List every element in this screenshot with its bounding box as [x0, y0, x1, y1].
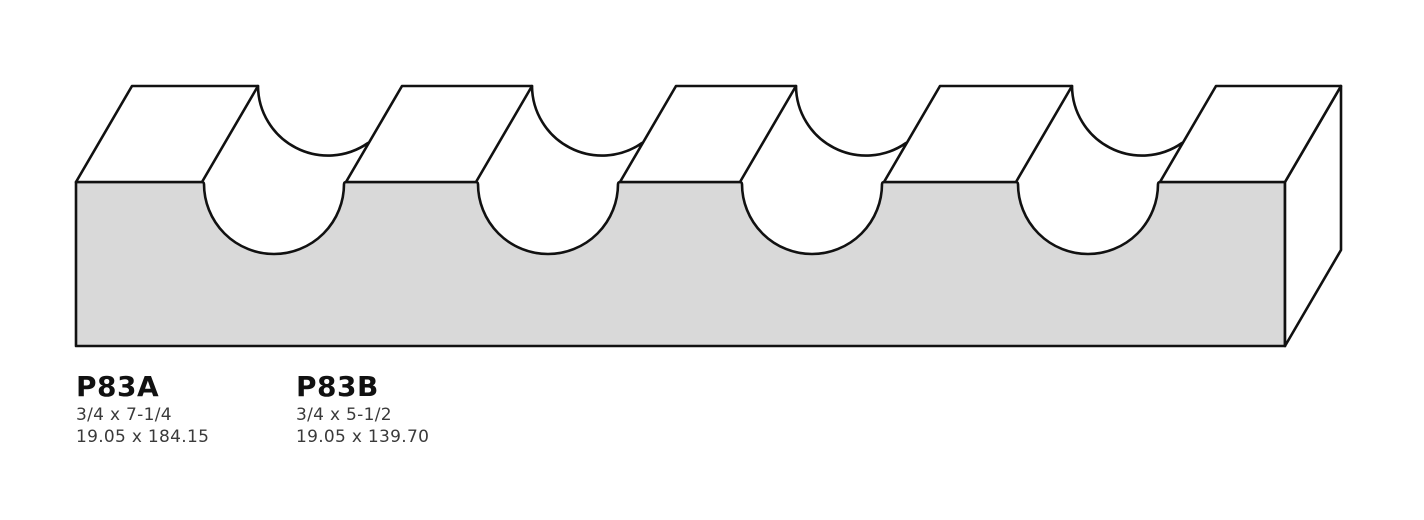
- profile-imperial-size: 3/4 x 7-1/4: [76, 405, 172, 425]
- groove-back-edge-1: [256, 84, 370, 157]
- front-face: [74, 180, 1287, 348]
- top-land-4: [882, 84, 1074, 184]
- groove-back-edge-2: [530, 84, 644, 157]
- profile-spec-p83a: P83A 3/4 x 7-1/4 19.05 x 184.15: [76, 370, 209, 448]
- profile-spec-p83b: P83B 3/4 x 5-1/2 19.05 x 139.70: [296, 370, 429, 448]
- groove-back-edge-3: [794, 84, 908, 157]
- top-land-1: [74, 84, 260, 184]
- profile-metric-size: 19.05 x 184.15: [76, 427, 210, 447]
- profile-imperial-size: 3/4 x 5-1/2: [296, 405, 392, 425]
- profile-code: P83A: [76, 370, 160, 403]
- moulding-block: [74, 84, 1343, 348]
- profile-metric-size: 19.05 x 139.70: [296, 427, 430, 447]
- top-land-3: [618, 84, 798, 184]
- top-land-5: [1158, 84, 1343, 184]
- top-land-2: [344, 84, 534, 184]
- profile-code: P83B: [296, 370, 379, 403]
- groove-back-edge-4: [1070, 84, 1184, 157]
